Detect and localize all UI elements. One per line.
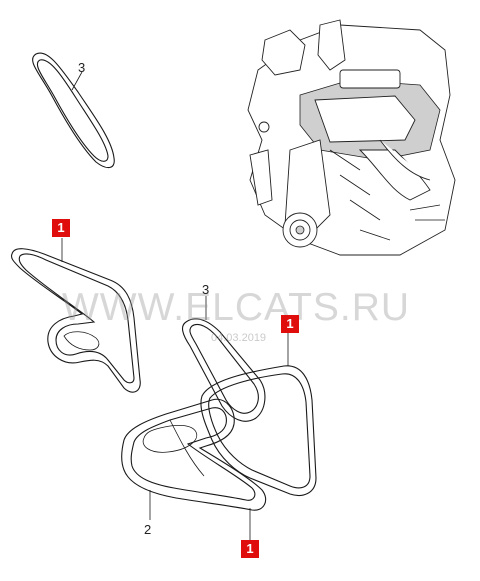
engine-illustration <box>247 19 456 256</box>
belt-part-3-top <box>32 52 115 169</box>
part-number-mid: 3 <box>202 282 210 297</box>
watermark-text: WWW.ELCATS.RU <box>62 286 411 329</box>
callout-badge-right[interactable]: 1 <box>281 315 299 333</box>
belt-part-3-mid <box>181 296 266 422</box>
callout-badge-bottom[interactable]: 1 <box>241 540 259 558</box>
callout-badge-left[interactable]: 1 <box>52 219 70 237</box>
part-number-top: 3 <box>78 60 86 75</box>
part-number-bottom: 2 <box>144 522 152 537</box>
watermark-date: 04.03.2019 <box>211 332 267 344</box>
belt-part-1-large <box>200 330 317 496</box>
belt-part-2-bottom <box>121 398 267 540</box>
belt-part-1-left <box>10 238 141 393</box>
